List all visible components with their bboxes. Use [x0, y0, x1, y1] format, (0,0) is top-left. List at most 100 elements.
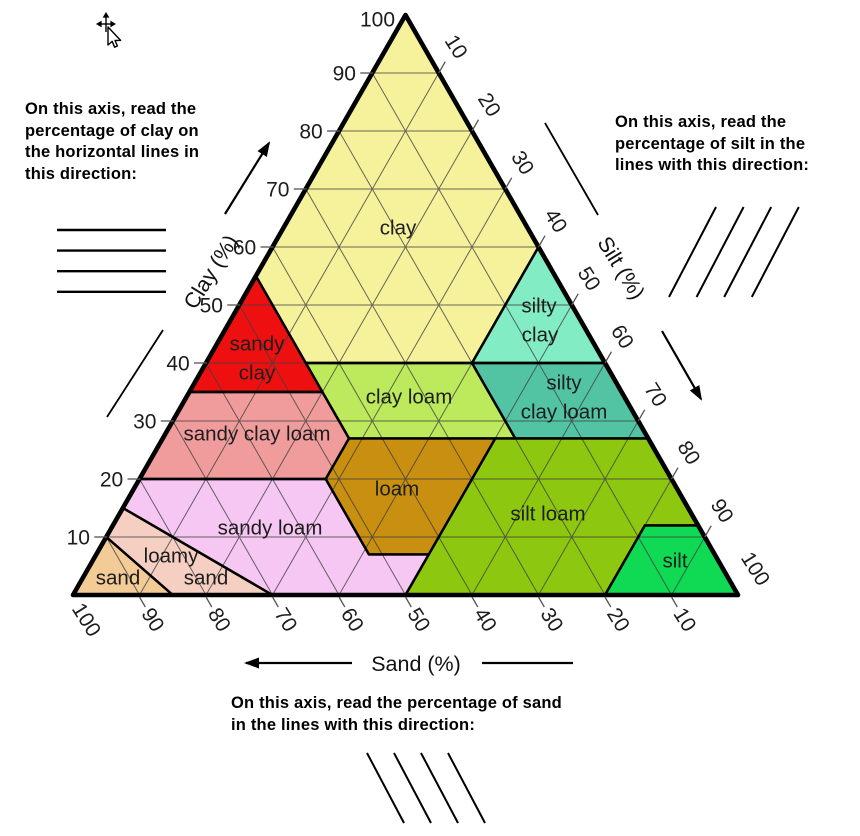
region-silt [605, 525, 738, 595]
grid-silt-70 [538, 420, 639, 595]
label-loamy-sand-line2: sand [184, 567, 228, 590]
clay-tick-label-10: 10 [67, 527, 90, 550]
label-loamy-sand-line1: loamy [144, 545, 199, 568]
label-sandy-clay-line2: clay [239, 362, 276, 385]
label-sandy-clay-loam: sandy clay loam [184, 423, 331, 446]
clay-tick-label-70: 70 [266, 179, 289, 202]
sand-note-line-4 [447, 752, 486, 824]
sand-tick-label-50: 50 [403, 604, 435, 636]
silt-axis-arrow [661, 330, 702, 401]
sand-note-line-1 [366, 752, 405, 824]
clay-tick-label-40: 40 [166, 353, 189, 376]
clay-tick-label-90: 90 [333, 63, 356, 86]
silt-direction-segment [544, 122, 599, 216]
grid-silt-30 [272, 188, 506, 595]
sand-axis-title: Sand (%) [371, 652, 461, 676]
sand-note-line-3 [420, 752, 459, 824]
region-loamy-sand [106, 508, 273, 595]
silt-tick-50 [571, 293, 579, 306]
silt-note-line-4 [750, 206, 800, 298]
silt-note-line-3 [723, 206, 773, 298]
sand-tick-label-80: 80 [203, 604, 235, 636]
silt-tick-60 [604, 351, 613, 364]
silt-tick-30 [504, 177, 513, 190]
sand-note-line-2 [393, 752, 432, 824]
label-sandy-loam: sandy loam [218, 517, 323, 540]
label-silty-clay-loam-line2: clay loam [521, 401, 608, 424]
label-silt-loam: silt loam [510, 503, 585, 526]
silt-tick-label-60: 60 [606, 321, 638, 353]
region-sandy-clay-loam [139, 392, 349, 479]
clay-tick-label-50: 50 [200, 295, 223, 318]
clay-tick-label-20: 20 [100, 469, 123, 492]
region-clay-loam [305, 363, 516, 439]
label-loam: loam [375, 478, 419, 501]
sand-tick-40 [471, 596, 479, 608]
grid-sand-30 [305, 188, 539, 595]
silt-tick-20 [471, 119, 480, 132]
cursor-cross-right-head [110, 20, 116, 28]
move-arrow-cursor-icon [96, 12, 122, 48]
sand-tick-30 [537, 596, 545, 608]
clay-tick-label-80: 80 [299, 121, 322, 144]
label-clay: clay [380, 217, 417, 240]
clay-axis-arrow [224, 141, 271, 215]
silt-tick-90 [704, 525, 712, 538]
silt-axis-note: On this axis, read the percentage of sil… [615, 113, 810, 174]
silt-tick-label-10: 10 [440, 31, 472, 63]
sand-tick-label-30: 30 [536, 604, 568, 636]
sand-tick-50 [404, 596, 412, 608]
clay-axis-note: On this axis, read the percentage of cla… [25, 100, 200, 183]
silt-tick-label-100: 100 [736, 548, 774, 590]
clay-tick-label-30: 30 [133, 411, 156, 434]
silt-tick-80 [670, 467, 679, 480]
cursor-cross-left-head [96, 20, 102, 28]
clay-tick-label-100: 100 [360, 9, 395, 32]
label-sandy-clay-line1: sandy [230, 333, 285, 356]
sand-tick-70 [271, 596, 279, 608]
region-silt-loam [405, 438, 699, 595]
silt-tick-label-80: 80 [673, 437, 705, 469]
silt-axis-title: Silt (%) [592, 232, 649, 303]
silt-note-line-2 [695, 206, 745, 298]
clay-direction-segment [106, 329, 164, 418]
grid-sand-70 [172, 420, 273, 595]
sand-axis-note: On this axis, read the percentage of san… [231, 694, 562, 734]
silt-note-line-1 [668, 206, 717, 298]
label-silty-clay-loam-line1: silty [546, 372, 582, 395]
sand-tick-80 [205, 596, 213, 608]
label-silty-clay-line1: silty [521, 295, 557, 318]
sand-tick-90 [138, 596, 146, 608]
silt-tick-label-30: 30 [506, 147, 538, 179]
silt-tick-40 [537, 235, 546, 248]
sand-tick-60 [338, 596, 346, 608]
sand-tick-10 [670, 596, 678, 608]
region-loam [325, 438, 496, 555]
clay-tick-label-60: 60 [233, 237, 256, 260]
sand-tick-label-70: 70 [270, 604, 302, 636]
label-sand: sand [96, 567, 140, 590]
silt-tick-10 [438, 61, 446, 74]
silt-tick-label-40: 40 [540, 205, 572, 237]
silt-tick-label-20: 20 [473, 89, 505, 121]
grid-silt-60 [471, 362, 606, 595]
grid-sand-10 [371, 72, 672, 595]
cursor-cross-up-head [102, 12, 110, 18]
sand-tick-label-60: 60 [336, 604, 368, 636]
sand-tick-20 [604, 596, 612, 608]
label-silty-clay-line2: clay [522, 324, 559, 347]
grid-sand-50 [238, 304, 406, 595]
sand-tick-label-100: 100 [67, 599, 105, 641]
grid-sand-90 [105, 536, 140, 595]
sand-tick-label-20: 20 [602, 604, 634, 636]
label-silt: silt [662, 550, 687, 573]
silt-tick-label-90: 90 [706, 495, 738, 527]
silt-tick-label-70: 70 [639, 379, 671, 411]
sand-tick-label-90: 90 [137, 604, 169, 636]
sand-tick-label-40: 40 [469, 604, 501, 636]
grid-silt-90 [671, 536, 706, 595]
silt-tick-label-50: 50 [573, 263, 605, 295]
label-clay-loam: clay loam [366, 386, 453, 409]
